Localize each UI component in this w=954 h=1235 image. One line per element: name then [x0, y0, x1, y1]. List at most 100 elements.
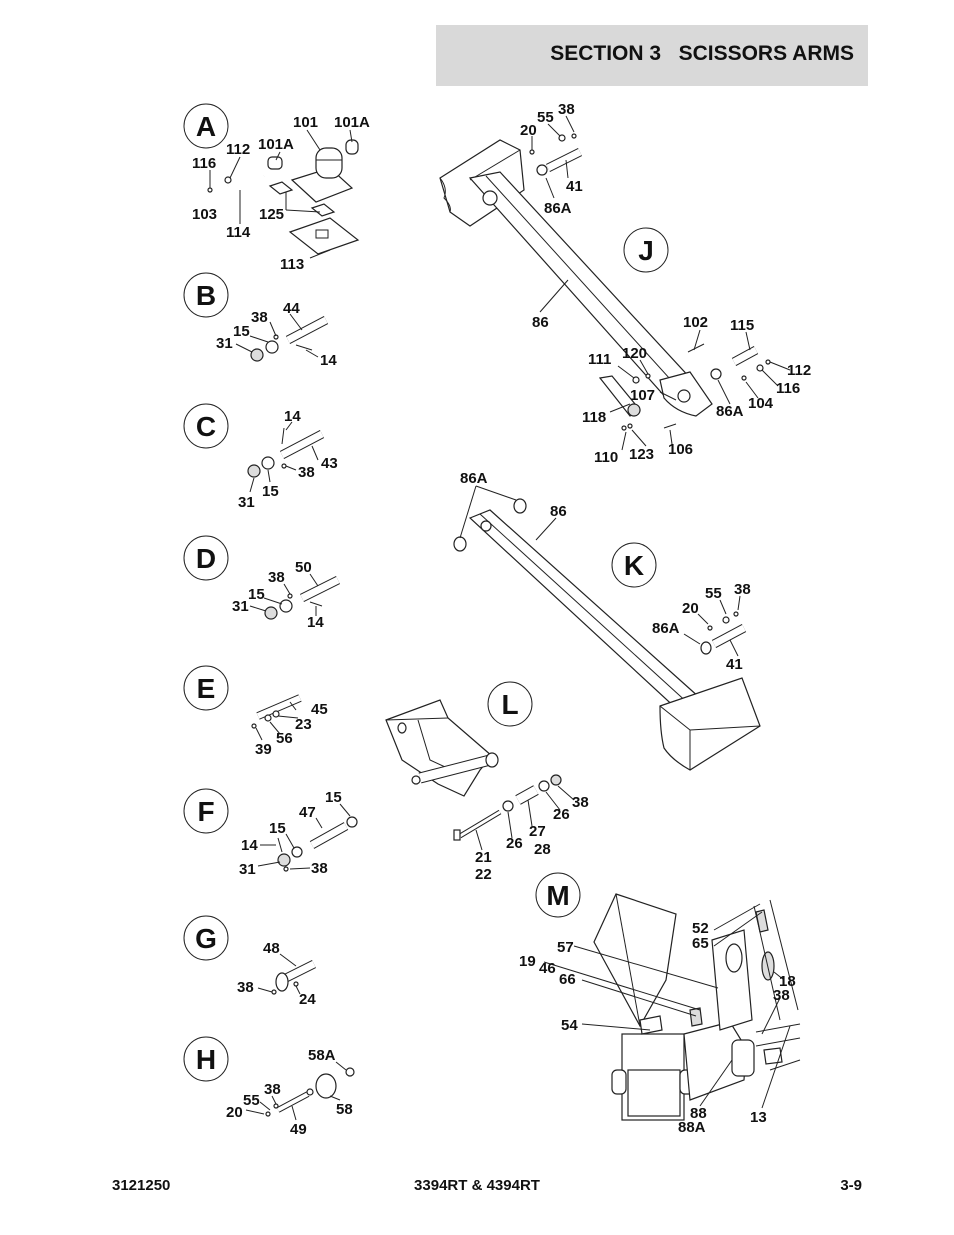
callout-label: 31 [238, 494, 255, 511]
callout-label: 18 [779, 973, 796, 990]
view-letter: F [197, 796, 214, 827]
callout-label: 66 [559, 971, 576, 988]
callout-label: 52 [692, 920, 709, 937]
callout-label: 39 [255, 741, 272, 758]
callout-label: 54 [561, 1017, 578, 1034]
callout-label: 45 [311, 701, 328, 718]
callout-label: 101A [258, 136, 294, 153]
view-letter: M [546, 880, 569, 911]
view-f: F 15 47 15 14 31 38 [183, 788, 358, 878]
callout-label: 57 [557, 939, 574, 956]
callout-label: 115 [730, 317, 754, 334]
callout-label: 41 [726, 656, 743, 673]
callout-label: 88 [690, 1105, 707, 1122]
callout-label: 55 [537, 109, 554, 126]
callout-label: 24 [299, 991, 316, 1008]
callout-label: 112 [226, 141, 250, 158]
view-letter: J [638, 235, 654, 266]
callout-label: 20 [226, 1104, 243, 1121]
callout-label: 38 [298, 464, 315, 481]
view-j: J [439, 101, 811, 466]
callout-label: 55 [243, 1092, 260, 1109]
callout-label: 15 [325, 789, 342, 806]
callout-label: 26 [506, 835, 523, 852]
callout-label: 106 [668, 441, 693, 458]
callout-label: 111 [588, 351, 611, 368]
callout-label: 47 [299, 804, 316, 821]
callout-label: 38 [558, 101, 575, 118]
callout-label: 102 [683, 314, 708, 331]
callout-label: 86A [460, 470, 488, 487]
callout-label: 31 [239, 861, 256, 878]
view-c: C 14 43 38 15 31 [183, 403, 338, 511]
callout-label: 38 [773, 987, 790, 1004]
view-letter: L [501, 689, 518, 720]
view-d: D 50 38 15 31 14 [183, 535, 341, 631]
callout-label: 114 [226, 224, 251, 241]
callout-label: 14 [241, 837, 258, 854]
view-b: B 44 38 15 31 14 [183, 272, 337, 369]
callout-label: 104 [748, 395, 774, 412]
callout-label: 65 [692, 935, 709, 952]
callout-label: 31 [232, 598, 249, 615]
callout-label: 44 [283, 300, 300, 317]
callout-label: 113 [280, 256, 304, 273]
callout-label: 110 [594, 449, 618, 466]
callout-label: 38 [251, 309, 268, 326]
callout-label: 123 [629, 446, 654, 463]
view-letter: K [624, 550, 644, 581]
callout-label: 101 [293, 114, 318, 131]
callout-label: 28 [534, 841, 551, 858]
callout-label: 86 [532, 314, 549, 331]
callout-label: 19 [519, 953, 536, 970]
callout-label: 22 [475, 866, 492, 883]
view-m: M [519, 872, 801, 1136]
view-h: H 58A 38 55 20 58 49 [183, 1036, 355, 1138]
view-letter: B [196, 280, 216, 311]
callout-label: 14 [284, 408, 301, 425]
callout-label: 86 [550, 503, 567, 520]
view-letter: E [197, 673, 216, 704]
callout-label: 103 [192, 206, 217, 223]
callout-label: 56 [276, 730, 293, 747]
view-g: G 48 38 24 [183, 915, 316, 1008]
callout-label: 86A [716, 403, 744, 420]
callout-label: 48 [263, 940, 280, 957]
callout-label: 38 [268, 569, 285, 586]
callout-label: 15 [262, 483, 279, 500]
callout-label: 38 [572, 794, 589, 811]
callout-label: 50 [295, 559, 312, 576]
callout-label: 55 [705, 585, 722, 602]
callout-label: 112 [787, 362, 811, 379]
callout-label: 125 [259, 206, 284, 223]
callout-label: 120 [622, 345, 647, 362]
callout-label: 86A [544, 200, 572, 217]
callout-label: 38 [734, 581, 751, 598]
section-title: SECTION 3 SCISSORS ARMS [550, 42, 854, 65]
callout-label: 27 [529, 823, 546, 840]
view-letter: A [196, 111, 216, 142]
callout-label: 88A [678, 1119, 706, 1136]
footer-page-number: 3-9 [840, 1177, 862, 1194]
callout-label: 20 [682, 600, 699, 617]
callout-label: 43 [321, 455, 338, 472]
view-letter: H [196, 1044, 216, 1075]
callout-label: 107 [630, 387, 655, 404]
callout-label: 14 [320, 352, 337, 369]
callout-label: 118 [582, 409, 606, 426]
callout-label: 23 [295, 716, 312, 733]
callout-label: 38 [311, 860, 328, 877]
callout-label: 26 [553, 806, 570, 823]
callout-label: 86A [652, 620, 680, 637]
callout-label: 101A [334, 114, 370, 131]
footer-doc-number: 3121250 [112, 1177, 171, 1194]
callout-label: 14 [307, 614, 324, 631]
view-k: K 86A [453, 470, 761, 771]
callout-label: 38 [264, 1081, 281, 1098]
callout-label: 13 [750, 1109, 767, 1126]
view-letter: D [196, 543, 216, 574]
callout-label: 116 [192, 155, 216, 172]
callout-label: 49 [290, 1121, 307, 1138]
callout-label: 58A [308, 1047, 336, 1064]
